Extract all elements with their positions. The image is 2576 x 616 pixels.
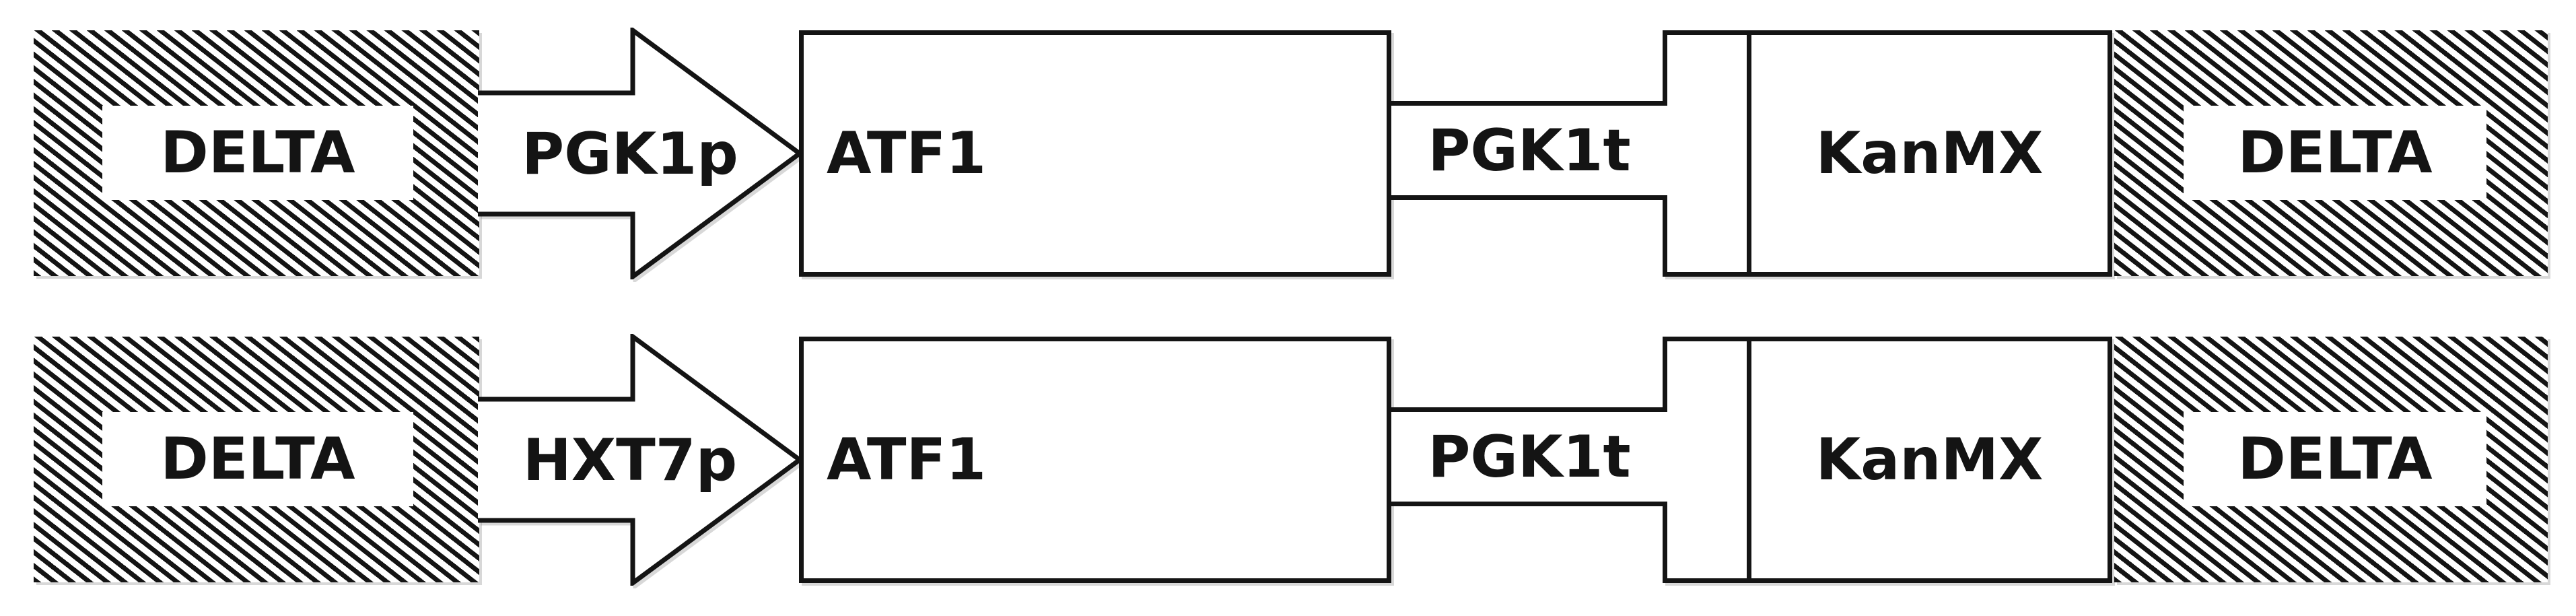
delta-left-label: DELTA — [160, 425, 355, 493]
promoter-arrow: HXT7p — [478, 399, 782, 522]
delta-flank-right: DELTA — [2114, 337, 2548, 582]
marker-box: KanMX — [1663, 337, 2112, 583]
terminator-label: PGK1t — [1428, 423, 1631, 491]
delta-label-window: DELTA — [2184, 412, 2486, 506]
marker-label: KanMX — [1815, 120, 2044, 187]
construct-row-pgk1p: DELTA PGK1p ATF1 KanMX PGK1t DELTA — [0, 28, 2576, 279]
delta-label-window: DELTA — [102, 412, 413, 506]
marker-divider — [1747, 30, 1751, 277]
delta-flank-right: DELTA — [2114, 30, 2548, 276]
marker-divider — [1747, 337, 1751, 583]
delta-left-label: DELTA — [160, 119, 355, 186]
marker-box: KanMX — [1663, 30, 2112, 277]
terminator-channel: PGK1t — [1391, 101, 1667, 200]
gene-box: ATF1 — [799, 30, 1391, 277]
promoter-label: PGK1p — [522, 121, 738, 188]
promoter-label: HXT7p — [522, 427, 738, 494]
terminator-label: PGK1t — [1428, 116, 1631, 184]
construct-row-hxt7p: DELTA HXT7p ATF1 KanMX PGK1t DELTA — [0, 334, 2576, 586]
marker-label: KanMX — [1815, 426, 2044, 493]
promoter-arrow: PGK1p — [478, 93, 782, 215]
marker-cell: KanMX — [1751, 341, 2108, 578]
delta-right-label: DELTA — [2237, 425, 2433, 493]
gene-label: ATF1 — [827, 120, 987, 187]
delta-label-window: DELTA — [2184, 106, 2486, 200]
delta-right-label: DELTA — [2237, 119, 2433, 186]
gene-label: ATF1 — [827, 426, 987, 493]
terminator-channel: PGK1t — [1391, 407, 1667, 506]
delta-flank-left: DELTA — [34, 337, 479, 582]
delta-flank-left: DELTA — [34, 30, 479, 276]
marker-cell: KanMX — [1751, 35, 2108, 272]
gene-box: ATF1 — [799, 337, 1391, 583]
delta-label-window: DELTA — [102, 106, 413, 200]
